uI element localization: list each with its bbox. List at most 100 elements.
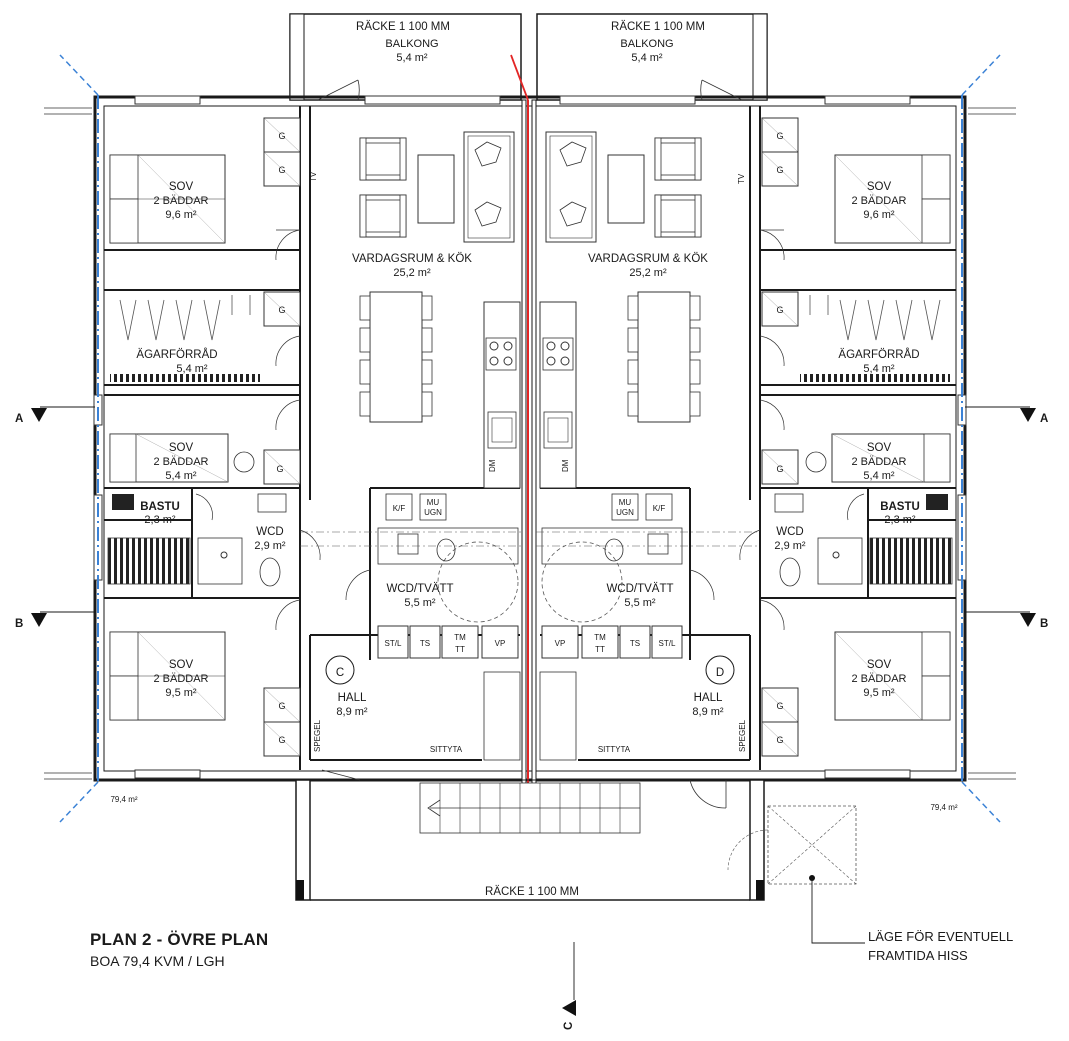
- room-area: 9,6 m²: [165, 209, 197, 221]
- section-lines: A A B B C: [15, 54, 1048, 1030]
- room-area: 5,4 m²: [165, 470, 197, 482]
- wash-left: K/F MU UGN ST/L TS TM TT VP WCD/TVÄTT 5,…: [377, 493, 519, 659]
- balcony-right: RÄCKE 1 100 MM BALKONG 5,4 m²: [536, 13, 768, 101]
- room-area: 5,4 m²: [863, 363, 895, 375]
- room-area: 5,4 m²: [863, 470, 895, 482]
- sauna-wcd-right: BASTU 2,3 m² WCD 2,9 m²: [774, 493, 953, 587]
- bedroom-1-left: G G SOV 2 BÄDDAR 9,6 m²: [109, 117, 301, 244]
- room-name: SOV: [867, 181, 892, 193]
- tt-label: TT: [455, 645, 465, 654]
- sofa: [545, 131, 597, 243]
- room-name: VARDAGSRUM & KÖK: [588, 253, 708, 265]
- room-area: 9,5 m²: [165, 687, 197, 699]
- wardrobe-g: G: [278, 305, 285, 315]
- vp-label: VP: [555, 639, 566, 648]
- sittyta-label: SITTYTA: [598, 745, 631, 754]
- armchair: [654, 137, 702, 181]
- room-name: SOV: [867, 442, 892, 454]
- room-area: 25,2 m²: [393, 267, 431, 279]
- room-beds: 2 BÄDDAR: [851, 673, 906, 685]
- room-beds: 2 BÄDDAR: [153, 673, 208, 685]
- section-arrow-icon: [562, 1000, 576, 1016]
- wardrobe-g: G: [278, 131, 285, 141]
- elevator-shaft: [727, 805, 865, 944]
- wardrobe-g: G: [776, 305, 783, 315]
- leader-line: [811, 878, 865, 944]
- stl-label: ST/L: [659, 639, 676, 648]
- wardrobe-g: G: [776, 464, 783, 474]
- plan-title-block: PLAN 2 - ÖVRE PLAN BOA 79,4 KVM / LGH: [90, 930, 268, 969]
- room-name: WCD: [776, 526, 803, 538]
- kf-label: K/F: [393, 504, 406, 513]
- room-area: 8,9 m²: [692, 706, 724, 718]
- wardrobe-g: G: [278, 701, 285, 711]
- balcony-railing-label: RÄCKE 1 100 MM: [611, 21, 705, 33]
- dining-table: [637, 291, 691, 423]
- room-name: HALL: [694, 692, 723, 704]
- room-name: ÄGARFÖRRÅD: [136, 348, 217, 361]
- kf-label: K/F: [653, 504, 666, 513]
- bedroom-1-right: G G SOV 2 BÄDDAR 9,6 m²: [761, 117, 951, 244]
- room-name: WCD: [256, 526, 283, 538]
- bedroom-3-right: G G SOV 2 BÄDDAR 9,5 m²: [761, 631, 951, 757]
- sauna-wcd-left: BASTU 2,3 m² WCD 2,9 m²: [107, 493, 287, 587]
- sofa: [463, 131, 515, 243]
- section-label-c: C: [563, 1022, 575, 1030]
- balcony-area: 5,4 m²: [631, 52, 663, 64]
- elevator-note-line-2: FRAMTIDA HISS: [868, 948, 968, 963]
- unit-boa-left: 79,4 m²: [110, 795, 137, 804]
- bedroom-2-right: G SOV 2 BÄDDAR 5,4 m²: [761, 433, 951, 485]
- wardrobe-g: G: [776, 131, 783, 141]
- section-arrow-icon: [1020, 408, 1036, 422]
- tm-label: TM: [454, 633, 466, 642]
- kitchen-counter: [539, 301, 577, 489]
- room-area: 25,2 m²: [629, 267, 667, 279]
- dining-table: [369, 291, 423, 423]
- room-area: 8,9 m²: [336, 706, 368, 718]
- coffee-table: [417, 154, 455, 224]
- unit-marker: [325, 655, 355, 685]
- room-name: WCD/TVÄTT: [386, 583, 453, 595]
- room-name: BASTU: [140, 501, 180, 513]
- storage-right: G ÄGARFÖRRÅD 5,4 m²: [761, 291, 950, 382]
- section-label-a: A: [15, 413, 23, 425]
- tv-label: TV: [737, 173, 746, 184]
- wash-right: MU UGN K/F VP TM TT TS ST/L WCD/TVÄTT 5,…: [541, 493, 683, 659]
- balcony-doors: [317, 79, 743, 101]
- room-area: 2,9 m²: [254, 540, 286, 552]
- living-room-left: TV DM VARDAGSRUM & KÖK 25,2 m²: [309, 131, 521, 489]
- bedroom-3-left: G G SOV 2 BÄDDAR 9,5 m²: [109, 631, 301, 757]
- armchair: [359, 194, 407, 238]
- room-name: WCD/TVÄTT: [606, 583, 673, 595]
- tt-label: TT: [595, 645, 605, 654]
- balcony-left: RÄCKE 1 100 MM BALKONG 5,4 m²: [289, 13, 522, 101]
- vp-label: VP: [495, 639, 506, 648]
- bedroom-2-left: G SOV 2 BÄDDAR 5,4 m²: [109, 433, 301, 485]
- room-area: 5,5 m²: [404, 597, 436, 609]
- plan-subtitle: BOA 79,4 KVM / LGH: [90, 953, 225, 969]
- stove-icon: [485, 337, 517, 371]
- room-area: 9,5 m²: [863, 687, 895, 699]
- room-area: 2,3 m²: [144, 514, 176, 526]
- sink-icon: [543, 411, 573, 449]
- dm-label: DM: [488, 459, 497, 472]
- room-name: ÄGARFÖRRÅD: [838, 348, 919, 361]
- section-arrow-icon: [31, 408, 47, 422]
- section-label-b: B: [1040, 618, 1048, 630]
- section-arrow-icon: [1020, 613, 1036, 627]
- spegel-label: SPEGEL: [313, 719, 322, 752]
- sittyta-label: SITTYTA: [430, 745, 463, 754]
- mu-label: MU: [427, 498, 440, 507]
- room-area: 5,4 m²: [176, 363, 208, 375]
- balcony-area: 5,4 m²: [396, 52, 428, 64]
- kitchen-counter: [483, 301, 521, 489]
- section-label-b: B: [15, 618, 23, 630]
- armchair: [359, 137, 407, 181]
- wardrobe-g: G: [278, 735, 285, 745]
- elevator-note: LÄGE FÖR EVENTUELL FRAMTIDA HISS: [868, 927, 1013, 965]
- room-area: 9,6 m²: [863, 209, 895, 221]
- unit-boa-right: 79,4 m²: [930, 803, 957, 812]
- wardrobe-g: G: [776, 701, 783, 711]
- sink-icon: [487, 411, 517, 449]
